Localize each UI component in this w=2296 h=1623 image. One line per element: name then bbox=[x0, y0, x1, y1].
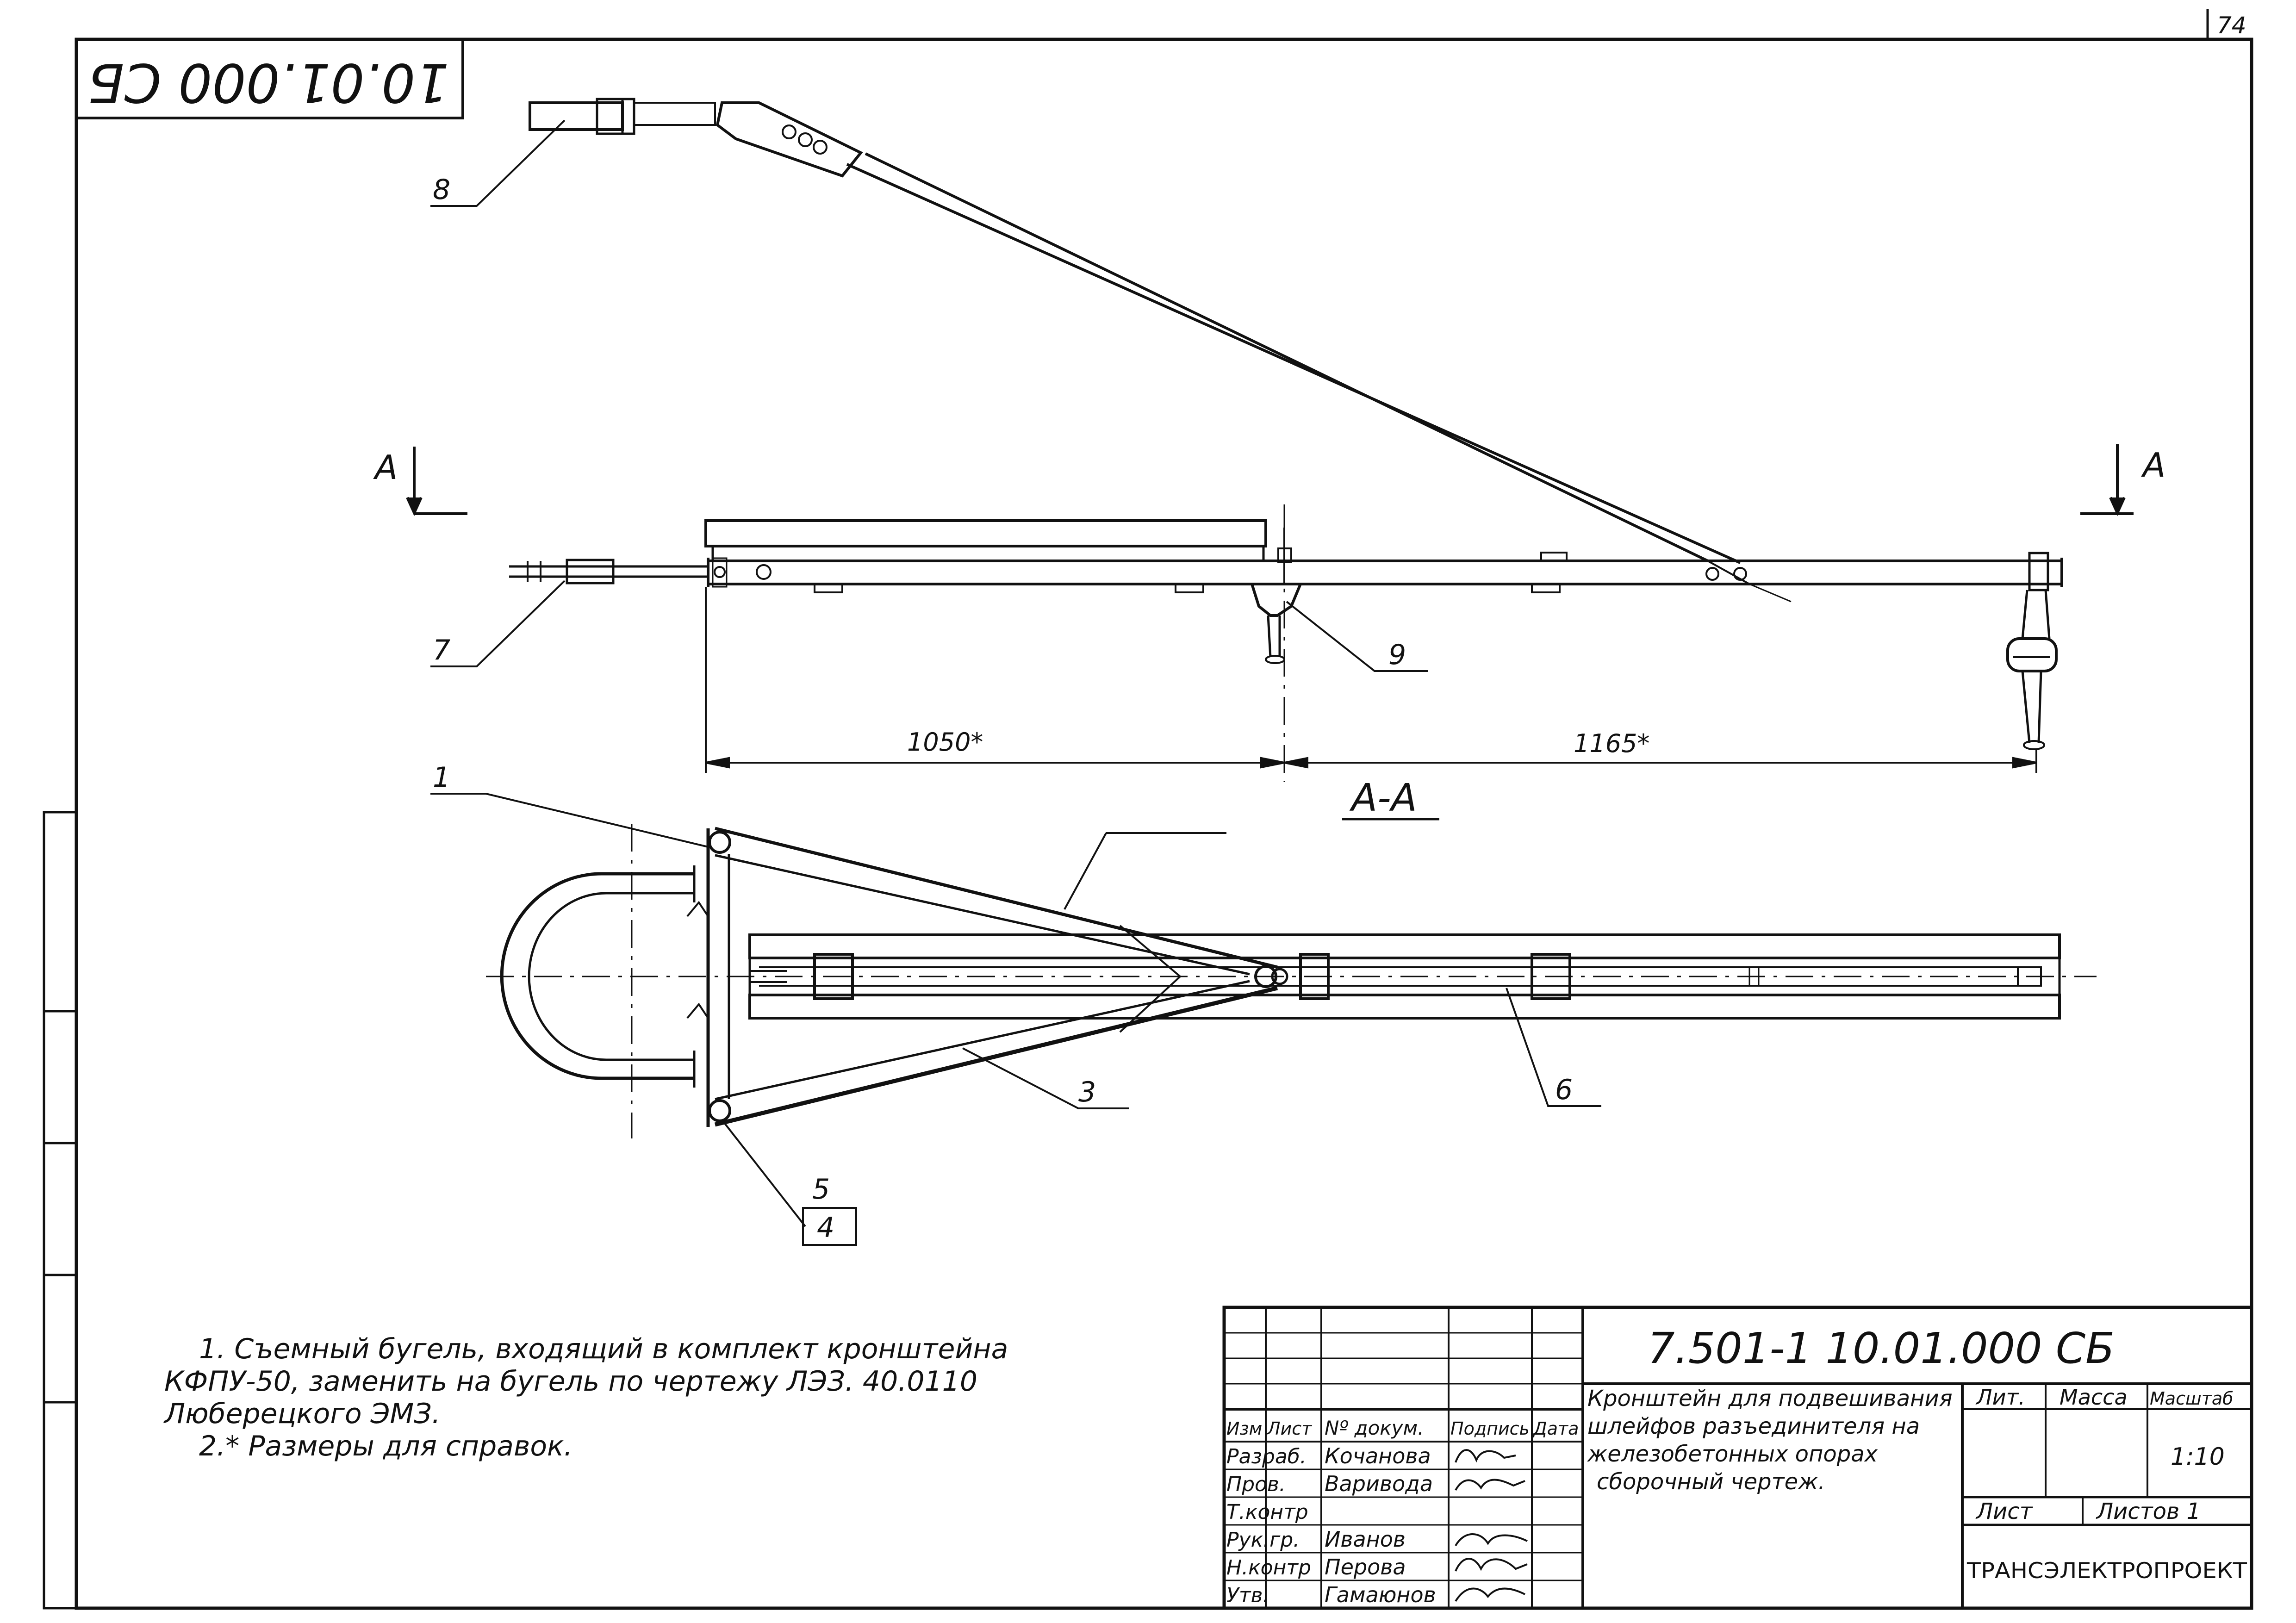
note-line-4: 2.* Размеры для справок. bbox=[199, 1430, 572, 1462]
notes: 1. Съемный бугель, входящий в комплект к… bbox=[163, 1333, 1008, 1462]
title-block-code: 7.501-1 10.01.000 СБ bbox=[1648, 1324, 2115, 1373]
roles: Разраб. Кочанова Пров. Варивода Т.контр … bbox=[1226, 1443, 1436, 1607]
title-block bbox=[1222, 1306, 2253, 1610]
dimension-left: 1050* bbox=[907, 728, 983, 757]
centerlines bbox=[486, 504, 2097, 1138]
document-title: Кронштейн для подвешивания шлейфов разъе… bbox=[1587, 1386, 1953, 1495]
scale-value: 1:10 bbox=[2171, 1443, 2225, 1471]
header-ndoc: Nº докум. bbox=[1325, 1417, 1424, 1439]
section-marker-left-label: А bbox=[373, 448, 398, 487]
section-label: А-А bbox=[1349, 776, 1417, 820]
item-1: 1 bbox=[433, 761, 450, 794]
header-list: Лист bbox=[1266, 1418, 1313, 1439]
name-rukgr: Иванов bbox=[1325, 1527, 1406, 1552]
name-razrab: Кочанова bbox=[1325, 1443, 1431, 1468]
note-line-3: Люберецкого ЭМЗ. bbox=[163, 1398, 441, 1430]
sheet-label: Лист bbox=[1975, 1499, 2034, 1524]
item-3: 3 bbox=[1078, 1076, 1096, 1108]
inverted-stamp-code: 10.01.000 СБ bbox=[87, 51, 449, 113]
item-6: 6 bbox=[1555, 1074, 1573, 1106]
item-7: 7 bbox=[433, 634, 450, 666]
role-tkontr: Т.контр bbox=[1226, 1500, 1308, 1524]
dimension-line bbox=[705, 587, 2037, 773]
leaders bbox=[430, 119, 1601, 1246]
binding-strip bbox=[43, 811, 78, 1610]
note-line-1: 1. Съемный бугель, входящий в комплект к… bbox=[199, 1333, 1008, 1365]
scale-label: Масштаб bbox=[2150, 1388, 2234, 1409]
name-utv: Гамаюнов bbox=[1325, 1582, 1436, 1607]
title-line-3: железобетонных опорах bbox=[1587, 1441, 1878, 1467]
plan-view bbox=[500, 827, 2061, 1127]
sheets-label: Листов 1 bbox=[2096, 1499, 2201, 1524]
name-nkontr: Перова bbox=[1325, 1555, 1406, 1579]
sheet-number: 74 bbox=[2217, 12, 2246, 39]
signatures bbox=[1455, 1449, 1528, 1602]
role-razrab: Разраб. bbox=[1226, 1445, 1307, 1468]
section-marker-left bbox=[406, 447, 467, 516]
organization: ТРАНСЭЛЕКТРОПРОЕКТ bbox=[1966, 1558, 2247, 1584]
header-data: Дата bbox=[1532, 1418, 1579, 1439]
role-prov: Пров. bbox=[1226, 1473, 1286, 1496]
title-line-1: Кронштейн для подвешивания bbox=[1587, 1386, 1953, 1412]
elevation-view bbox=[509, 98, 2063, 750]
name-prov: Варивода bbox=[1325, 1471, 1433, 1496]
header-podpis: Подпись bbox=[1450, 1418, 1530, 1439]
item-8: 8 bbox=[433, 174, 450, 206]
item-5: 5 bbox=[812, 1173, 830, 1206]
item-9: 9 bbox=[1388, 639, 1406, 671]
role-nkontr: Н.контр bbox=[1226, 1556, 1311, 1579]
section-marker-right bbox=[2080, 444, 2134, 516]
section-marker-right-label: А bbox=[2141, 446, 2165, 485]
role-utv: Утв. bbox=[1226, 1584, 1269, 1607]
mass-label: Масса bbox=[2060, 1385, 2128, 1410]
note-line-2: КФПУ-50, заменить на бугель по чертежу Л… bbox=[164, 1365, 977, 1398]
header-izm: Изм bbox=[1226, 1418, 1262, 1439]
lit-label: Лит. bbox=[1975, 1385, 2025, 1410]
role-rukgr: Рук.гр. bbox=[1226, 1528, 1300, 1552]
title-line-4: сборочный чертеж. bbox=[1597, 1469, 1825, 1495]
dimension-right: 1165* bbox=[1574, 729, 1649, 758]
item-4: 4 bbox=[817, 1212, 834, 1244]
inverted-stamp: 10.01.000 СБ bbox=[75, 38, 464, 119]
title-line-2: шлейфов разъединителя на bbox=[1587, 1413, 1920, 1439]
